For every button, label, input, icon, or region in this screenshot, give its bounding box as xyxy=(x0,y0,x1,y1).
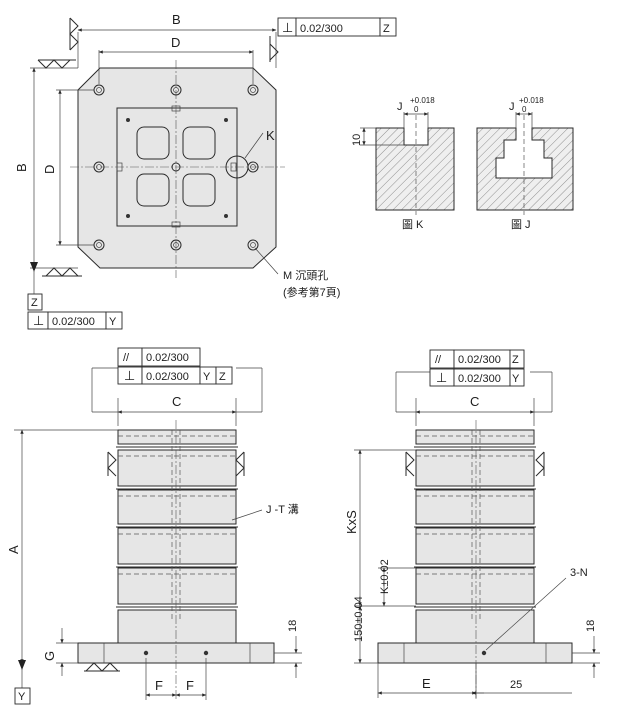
svg-text:Y: Y xyxy=(203,371,211,383)
svg-text:0.02/300: 0.02/300 xyxy=(458,354,501,366)
m-countersink-note: M 沉頭孔 xyxy=(283,269,328,282)
top-view-body xyxy=(77,67,277,269)
fig-j-caption: 圖 J xyxy=(511,218,531,231)
svg-text:0.02/300: 0.02/300 xyxy=(458,373,501,385)
svg-text:F: F xyxy=(186,678,194,693)
tier-block xyxy=(117,449,237,487)
svg-text:KxS: KxS xyxy=(344,510,359,534)
svg-text:E: E xyxy=(422,676,431,691)
tier-block xyxy=(415,489,535,525)
svg-text:18: 18 xyxy=(585,620,597,632)
fcf-top: ⊥ 0.02/300 Z xyxy=(277,17,397,37)
svg-text:⊥: ⊥ xyxy=(436,370,447,385)
section-j: J +0.018 0 圖 J xyxy=(476,96,574,231)
svg-text:25: 25 xyxy=(510,679,522,691)
svg-text:C: C xyxy=(172,394,181,409)
svg-text:0.02/300: 0.02/300 xyxy=(146,352,189,364)
section-k: J +0.018 0 10 圖 K xyxy=(351,96,455,231)
svg-text:Z: Z xyxy=(219,371,226,383)
svg-text:Z: Z xyxy=(383,23,390,35)
jt-slot-label: J -T 溝 xyxy=(266,503,299,516)
window xyxy=(136,126,170,160)
fcf-side: // 0.02/300 Z ⊥ 0.02/300 Y xyxy=(429,349,525,387)
svg-text:J: J xyxy=(397,101,403,113)
datum-triangles xyxy=(69,17,79,51)
svg-text:Y: Y xyxy=(18,691,26,703)
svg-text:Z: Z xyxy=(31,297,38,309)
window xyxy=(136,173,170,207)
tier-block xyxy=(415,449,535,487)
svg-text:0.02/300: 0.02/300 xyxy=(146,371,189,383)
tier-block xyxy=(117,489,237,525)
svg-text:+0.018: +0.018 xyxy=(410,96,435,105)
countersunk-holes xyxy=(93,84,259,251)
svg-text:0.02/300: 0.02/300 xyxy=(52,316,95,328)
tier-block xyxy=(117,429,237,445)
svg-text:⊥: ⊥ xyxy=(282,20,293,35)
svg-text:18: 18 xyxy=(287,620,299,632)
tier-block xyxy=(117,527,237,565)
svg-text:Y: Y xyxy=(109,316,117,328)
svg-text://: // xyxy=(435,354,442,366)
tier-block xyxy=(415,527,535,565)
svg-text:0: 0 xyxy=(414,105,419,114)
tier-block xyxy=(117,567,237,605)
svg-text:Y: Y xyxy=(512,373,520,385)
dim-b-top: B xyxy=(172,12,181,27)
side-view: 3-N C KxS K±0.02 150±0.04 18 E xyxy=(344,371,600,700)
svg-text:10: 10 xyxy=(351,134,363,146)
tier-block xyxy=(415,567,535,605)
svg-text:F: F xyxy=(155,678,163,693)
svg-text:A: A xyxy=(6,545,21,554)
dim-d-side: D xyxy=(42,165,57,174)
n3-label: 3-N xyxy=(570,567,588,579)
center-hole xyxy=(171,162,181,172)
svg-text:⊥: ⊥ xyxy=(124,368,135,383)
window xyxy=(182,126,216,160)
svg-text:⊥: ⊥ xyxy=(33,313,44,328)
dim-b-side: B xyxy=(14,163,29,172)
svg-text:150±0.04: 150±0.04 xyxy=(353,596,365,642)
svg-text:G: G xyxy=(42,651,57,661)
svg-text:C: C xyxy=(470,394,479,409)
front-view: J -T 溝 C A G 18 F F xyxy=(6,367,302,705)
detail-k-label: K xyxy=(266,128,275,143)
window xyxy=(182,173,216,207)
m-countersink-ref: (参考第7頁) xyxy=(283,285,340,299)
svg-text:K±0.02: K±0.02 xyxy=(379,559,391,594)
tier-block xyxy=(415,429,535,445)
svg-text:J: J xyxy=(509,101,515,113)
svg-text:0.02/300: 0.02/300 xyxy=(300,23,343,35)
fcf-front: // 0.02/300 ⊥ 0.02/300 Y Z xyxy=(117,347,233,385)
svg-text:0: 0 xyxy=(522,105,527,114)
dim-d-top: D xyxy=(171,35,180,50)
top-view: K M 沉頭孔 (参考第7頁) B D B D xyxy=(14,12,340,299)
detail-k-circle xyxy=(225,155,249,179)
svg-text://: // xyxy=(123,352,130,364)
svg-text:Z: Z xyxy=(512,354,519,366)
fig-k-caption: 圖 K xyxy=(402,218,424,231)
fcf-top-left: Z ⊥ 0.02/300 Y xyxy=(27,293,123,330)
svg-text:+0.018: +0.018 xyxy=(519,96,544,105)
